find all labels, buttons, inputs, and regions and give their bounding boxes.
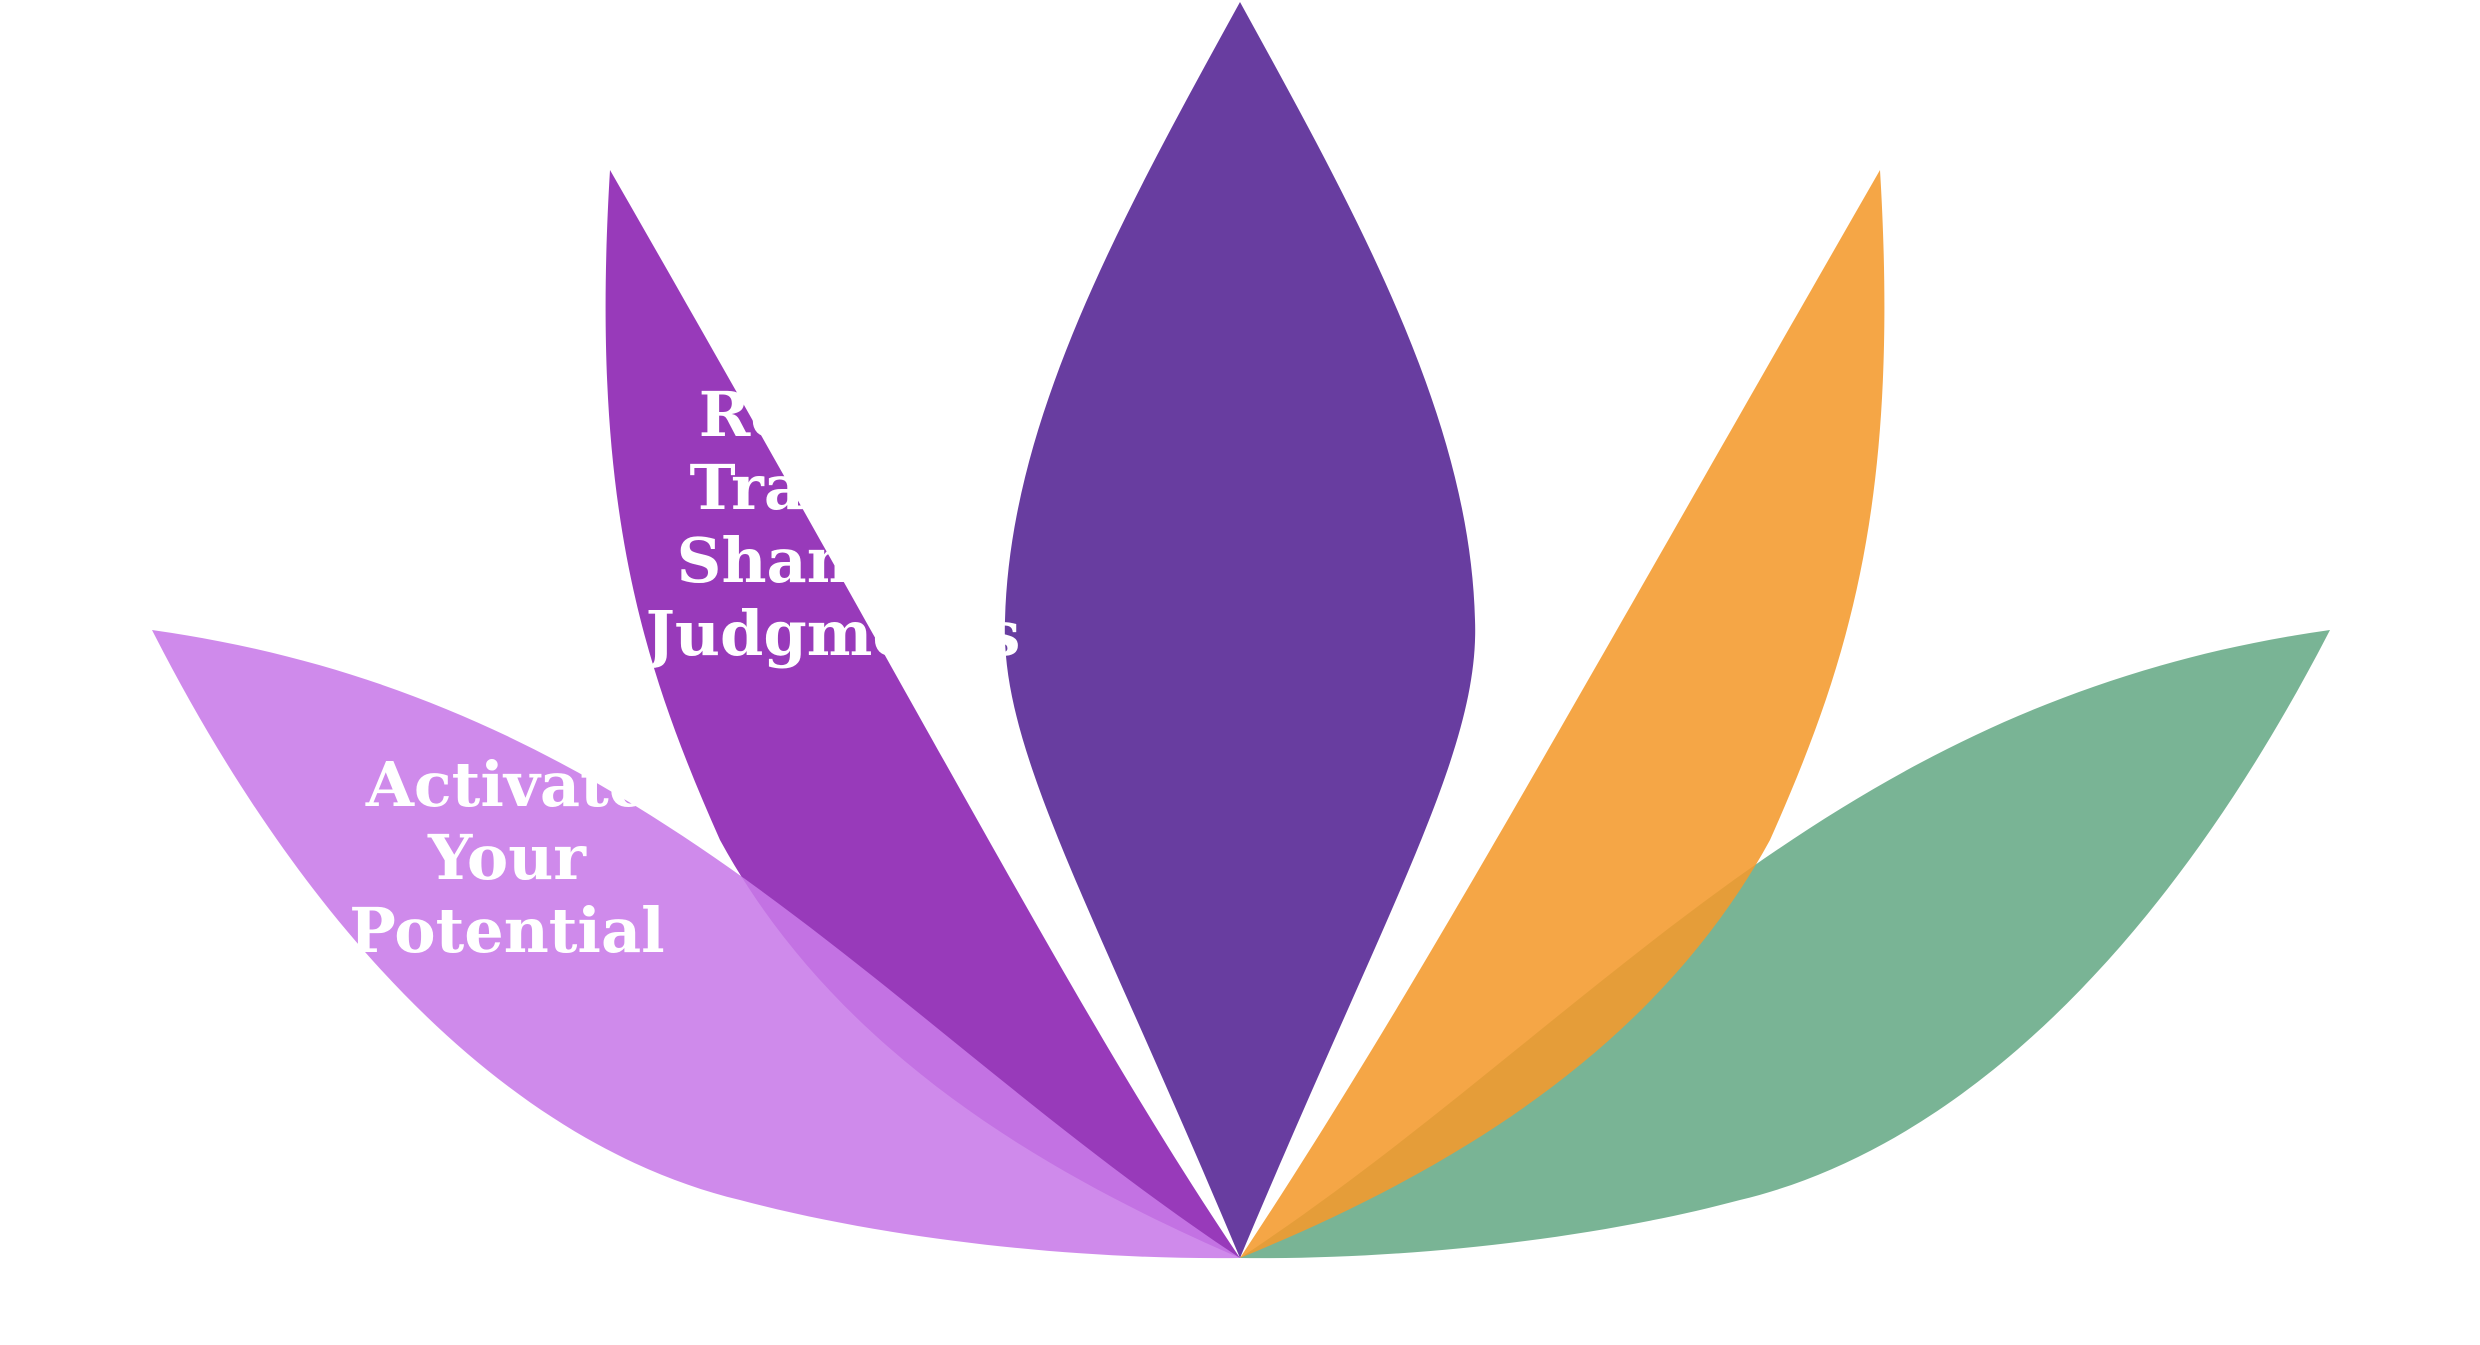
petal-right xyxy=(1240,170,1885,1258)
label-release-trauma: Release Trauma, Shame & Judgments xyxy=(646,378,1021,671)
label-activate-line-3: Potential xyxy=(349,894,665,968)
petal-left xyxy=(605,170,1240,1258)
label-release-line-1: Release xyxy=(698,378,968,451)
petal-far-left xyxy=(152,630,1240,1259)
label-activate-line-2: Your xyxy=(428,821,586,895)
label-release-line-4: Judgments xyxy=(645,597,1021,671)
label-activate-line-1: Activate xyxy=(365,748,649,821)
label-release-line-2: Trauma, xyxy=(689,451,977,525)
label-activate-potential: Activate Your Potential xyxy=(349,748,664,967)
label-release-line-3: Shame & xyxy=(676,524,990,598)
petal-center xyxy=(1004,2,1476,1258)
